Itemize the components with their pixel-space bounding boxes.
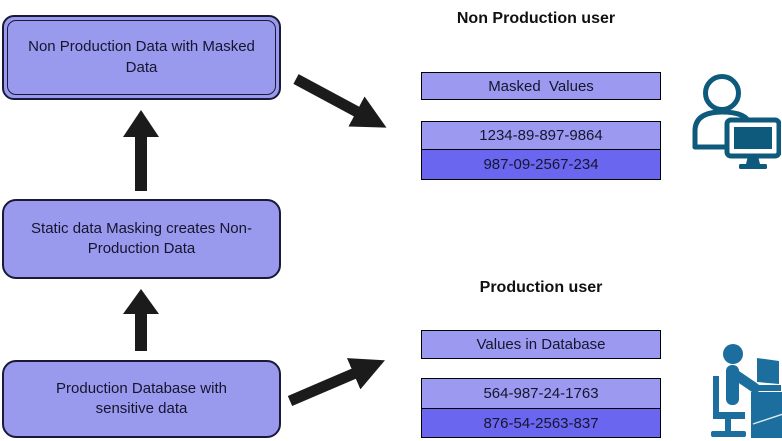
person-at-desk-icon bbox=[711, 344, 782, 438]
flow-box-static-masking: Static data Masking creates Non-Producti… bbox=[2, 199, 281, 279]
table-row: 1234-89-897-9864 bbox=[422, 122, 660, 149]
flow-box-inner-border: Non Production Data with Masked Data bbox=[7, 20, 276, 95]
masked-values-table: 1234-89-897-9864 987-09-2567-234 bbox=[421, 121, 661, 180]
arrow-to-database-values bbox=[287, 358, 385, 407]
flow-box-label: Non Production Data with Masked Data bbox=[28, 38, 255, 76]
arrow-to-masked-values bbox=[293, 74, 387, 128]
values-in-database-header: Values in Database bbox=[421, 330, 661, 359]
database-values-table: 564-987-24-1763 876-54-2563-837 bbox=[421, 378, 661, 438]
flow-box-label: Static data Masking creates Non-Producti… bbox=[31, 219, 252, 257]
table-row: 876-54-2563-837 bbox=[422, 408, 660, 437]
flow-box-production-database: Production Database with sensitive data bbox=[2, 360, 281, 438]
masked-values-header: Masked Values bbox=[421, 72, 661, 100]
person-with-monitor-icon bbox=[692, 74, 781, 169]
non-production-user-title: Non Production user bbox=[456, 10, 616, 27]
up-arrow bbox=[123, 289, 159, 351]
table-row: 564-987-24-1763 bbox=[422, 379, 660, 408]
flow-box-label: Production Database with sensitive data bbox=[56, 379, 227, 417]
up-arrow bbox=[123, 110, 159, 191]
flow-box-non-production-data: Non Production Data with Masked Data bbox=[2, 15, 281, 100]
table-row: 987-09-2567-234 bbox=[422, 149, 660, 179]
production-user-title: Production user bbox=[479, 279, 603, 296]
